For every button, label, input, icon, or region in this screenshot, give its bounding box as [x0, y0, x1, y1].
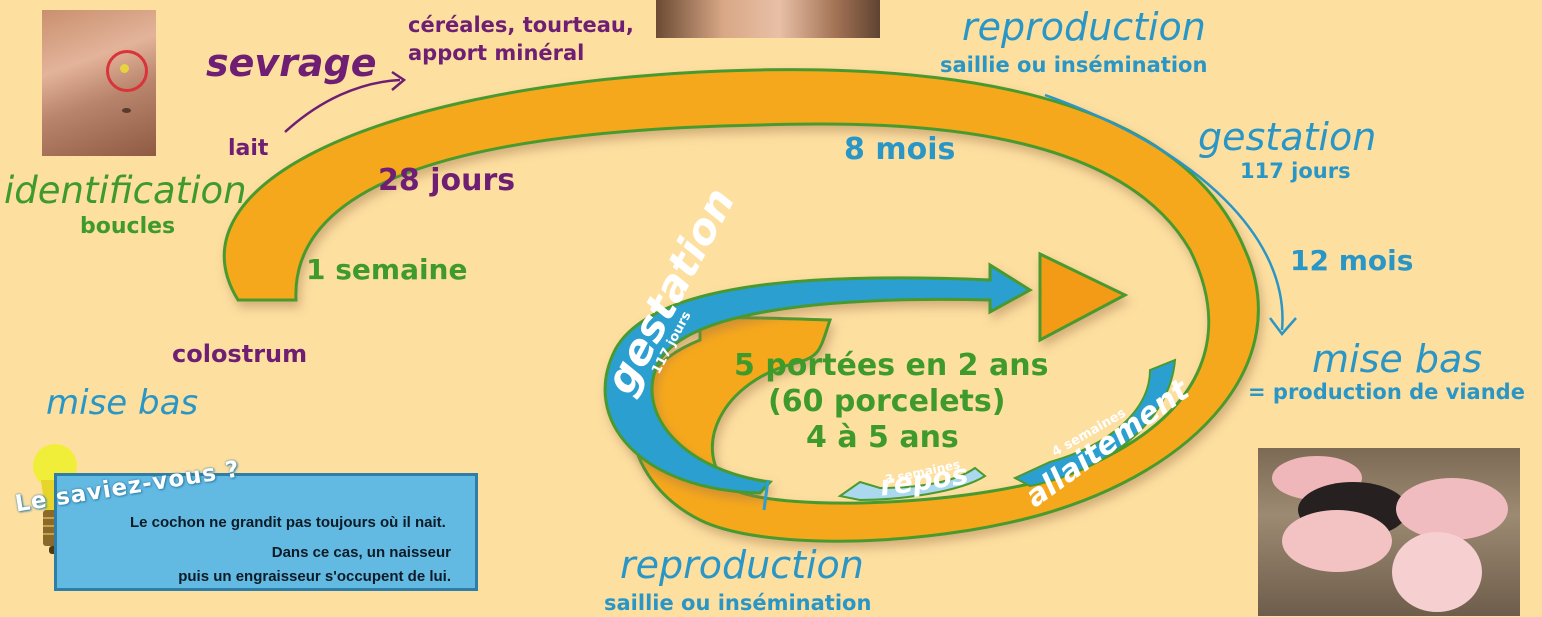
label-mise-bas-right: mise bas: [1312, 340, 1482, 380]
label-8-mois: 8 mois: [844, 134, 955, 166]
info-line-3: puis un engraisseur s'occupent de lui.: [178, 568, 451, 585]
label-reproduction-top: reproduction: [962, 8, 1206, 48]
label-mise-bas-left: mise bas: [46, 386, 198, 422]
label-production: = production de viande: [1248, 381, 1525, 403]
label-28-jours: 28 jours: [378, 165, 515, 197]
label-porcelets: (60 porcelets): [768, 386, 1005, 418]
label-boucles: boucles: [80, 215, 175, 238]
label-apport: apport minéral: [408, 42, 584, 64]
info-line-1: Le cochon ne grandit pas toujours où il …: [130, 514, 446, 531]
label-117-jours-right: 117 jours: [1240, 160, 1351, 182]
label-sevrage: sevrage: [206, 44, 377, 84]
label-gestation-right: gestation: [1198, 118, 1376, 158]
info-line-2: Dans ce cas, un naisseur: [272, 544, 451, 561]
label-1-semaine: 1 semaine: [306, 255, 467, 284]
label-saillie-bottom: saillie ou insémination: [604, 592, 871, 614]
label-saillie-top: saillie ou insémination: [940, 54, 1207, 76]
label-lait: lait: [228, 137, 268, 160]
label-ans: 4 à 5 ans: [806, 422, 959, 454]
label-identification: identification: [4, 172, 247, 211]
label-portees: 5 portées en 2 ans: [734, 350, 1048, 382]
label-reproduction-bottom: reproduction: [620, 546, 864, 586]
label-12-mois: 12 mois: [1290, 246, 1413, 275]
label-cereales: céréales, tourteau,: [408, 14, 634, 36]
label-colostrum: colostrum: [172, 342, 307, 367]
